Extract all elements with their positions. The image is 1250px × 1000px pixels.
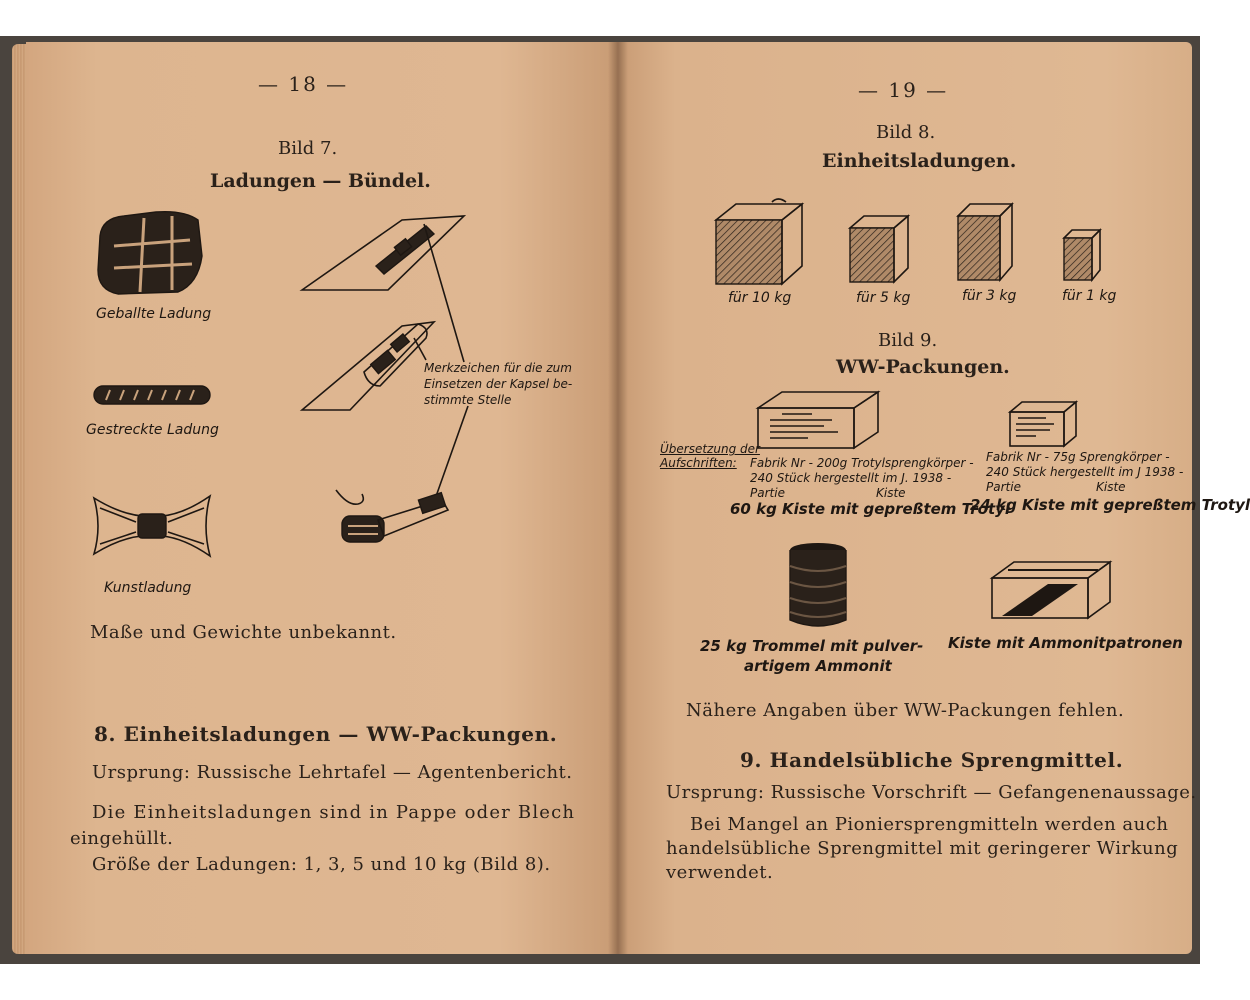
- drum-caption: 25 kg Trommel mit pulver- artigem Ammoni…: [700, 636, 923, 676]
- figure8-label: Bild 8.: [876, 122, 936, 143]
- kunstladung-icon: [92, 494, 212, 558]
- crate-left-caption: 60 kg Kiste mit gepreßtem Trotyl: [730, 500, 1011, 518]
- section9-body-line1: Bei Mangel an Pioniersprengmitteln werde…: [690, 814, 1169, 835]
- section9-origin: Ursprung: Russische Vorschrift — Gefange…: [666, 782, 1197, 803]
- figure9-title: WW-Packungen.: [836, 356, 1010, 378]
- section9-body-line3: verwendet.: [666, 862, 774, 883]
- crate-left-line-partie: Partie: [750, 486, 785, 500]
- figure7-label: Bild 7.: [278, 138, 338, 159]
- gestreckte-ladung-icon: [93, 385, 211, 405]
- gestreckte-ladung-label: Gestreckte Ladung: [86, 422, 219, 438]
- trotyl-crate-24kg-icon: [1007, 400, 1079, 448]
- bundle-fuse-icon: [335, 489, 450, 543]
- dims-note: Maße und Gewichte unbekannt.: [90, 622, 397, 643]
- figure8-title: Einheitsladungen.: [822, 150, 1017, 172]
- translation-note-line-1: Übersetzung der: [660, 442, 760, 456]
- box-1kg-label: für 1 kg: [1062, 288, 1117, 304]
- crate-right-line-2: 240 Stück hergestellt im J 1938 -: [986, 465, 1184, 479]
- geballte-ladung-icon: [97, 210, 203, 295]
- figure7-title: Ladungen — Bündel.: [210, 170, 431, 192]
- ww-missing-note: Nähere Angaben über WW-Packungen fehlen.: [686, 700, 1125, 721]
- box-3kg-label: für 3 kg: [962, 288, 1017, 304]
- drum-caption-line-1: 25 kg Trommel mit pulver-: [700, 637, 924, 655]
- trotyl-crate-60kg-icon: [755, 390, 881, 450]
- crate-left-line-kiste: Kiste: [876, 486, 906, 500]
- box-10kg-label: für 10 kg: [728, 290, 792, 306]
- section8-heading: 8. Einheitsladungen — WW-Packungen.: [94, 722, 558, 746]
- translation-note-line-2: Aufschriften:: [660, 456, 737, 470]
- box-5kg-label: für 5 kg: [856, 290, 911, 306]
- page-number-right: — 19 —: [858, 78, 949, 102]
- annotation-line-1: Merkzeichen für die zum: [424, 361, 572, 375]
- plank-bundle-icon: [299, 320, 437, 411]
- book-gutter: [608, 42, 628, 954]
- kunstladung-label: Kunstladung: [104, 580, 192, 596]
- crate-right-caption: 24 kg Kiste mit gepreßtem Trotyl: [970, 496, 1250, 514]
- section8-body-line2: eingehüllt.: [70, 828, 174, 849]
- box-10kg-icon: [713, 198, 805, 286]
- crate-ammonit-caption: Kiste mit Ammonitpatronen: [948, 634, 1183, 652]
- section9-heading: 9. Handelsübliche Sprengmittel.: [740, 748, 1124, 772]
- section8-sizes: Größe der Ladungen: 1, 3, 5 und 10 kg (B…: [92, 854, 551, 875]
- plank-charge-icon: [299, 215, 467, 291]
- crate-right-line-1: Fabrik Nr - 75g Sprengkörper -: [986, 450, 1170, 464]
- geballte-ladung-label: Geballte Ladung: [96, 306, 212, 322]
- page-number-left: — 18 —: [258, 72, 349, 96]
- ammonit-crate-icon: [989, 560, 1113, 620]
- figure9-label: Bild 9.: [878, 330, 938, 351]
- crate-left-inscription: Fabrik Nr - 200g Trotylsprengkörper - 24…: [750, 456, 974, 501]
- ammonit-drum-icon: [789, 543, 847, 627]
- crate-right-line-kiste: Kiste: [1096, 480, 1126, 494]
- right-page: [618, 42, 1192, 954]
- section9-body-line2: handelsübliche Sprengmittel mit geringer…: [666, 838, 1179, 859]
- crate-right-inscription: Fabrik Nr - 75g Sprengkörper - 240 Stück…: [986, 450, 1183, 495]
- box-5kg-icon: [847, 214, 911, 284]
- box-3kg-icon: [956, 202, 1014, 283]
- annotation-line-2: Einsetzen der Kapsel be-: [424, 377, 573, 391]
- translation-note: Übersetzung der Aufschriften:: [660, 442, 760, 470]
- annotation-leader-lines: [413, 223, 469, 503]
- crate-left-line-1: Fabrik Nr - 200g Trotylsprengkörper -: [750, 456, 974, 470]
- section8-body-line1: Die Einheitsladungen sind in Pappe oder …: [92, 802, 576, 823]
- left-page: [26, 42, 618, 954]
- crate-left-line-2: 240 Stück hergestellt im J. 1938 -: [750, 471, 952, 485]
- drum-caption-line-2: artigem Ammonit: [744, 657, 892, 675]
- annotation-line-3: stimmte Stelle: [424, 393, 512, 407]
- crate-right-line-partie: Partie: [986, 480, 1021, 494]
- box-1kg-icon: [1062, 228, 1102, 283]
- capsule-annotation: Merkzeichen für die zum Einsetzen der Ka…: [424, 360, 574, 408]
- section8-origin: Ursprung: Russische Lehrtafel — Agentenb…: [92, 762, 573, 783]
